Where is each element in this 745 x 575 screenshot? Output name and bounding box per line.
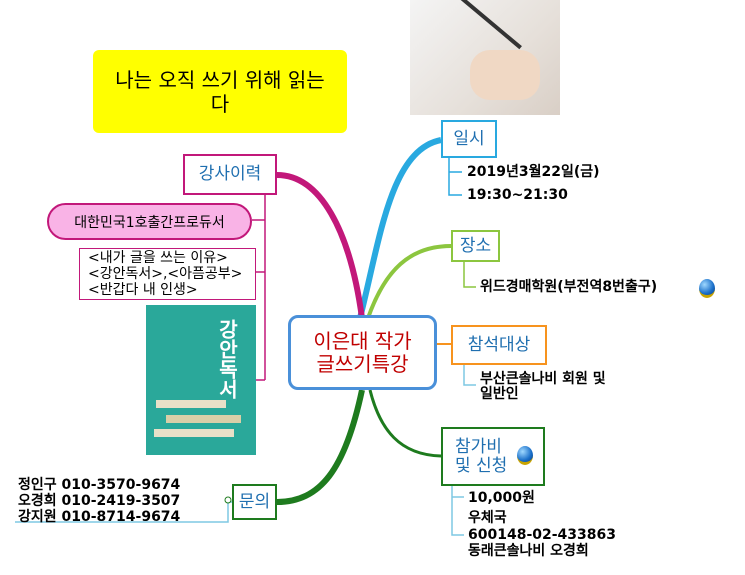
- center-title-line2: 글쓰기특강: [316, 351, 409, 376]
- node-contact[interactable]: 문의: [232, 484, 277, 520]
- place-address: 위드경매학원(부전역8번출구): [480, 279, 658, 295]
- node-label: 및 신청: [455, 455, 508, 476]
- node-audience[interactable]: 참석대상: [451, 325, 547, 365]
- producer-cloud: 대한민국1호출간프로듀서: [47, 203, 252, 240]
- contact-item: 강지원 010-8714-9674: [18, 509, 181, 525]
- branch-career: [276, 172, 365, 319]
- writing-hand-photo: [410, 0, 560, 115]
- center-title-line1: 이은대 작가: [313, 328, 412, 353]
- node-label: 일시: [453, 128, 485, 149]
- globe-link-icon[interactable]: [517, 446, 533, 465]
- producer-text: 대한민국1호출간프로듀서: [74, 214, 225, 231]
- globe-link-icon[interactable]: [699, 279, 715, 298]
- datetime-time: 19:30~21:30: [467, 187, 568, 203]
- node-career[interactable]: 강사이력: [183, 154, 277, 195]
- book-cover-title: 강안독서: [215, 319, 239, 399]
- node-label: 문의: [238, 491, 271, 512]
- branch-contact: [276, 389, 365, 505]
- datetime-date: 2019년3월22일(금): [467, 164, 600, 180]
- contact-item: 오경희 010-2419-3507: [18, 493, 181, 509]
- contact-item: 정인구 010-3570-9674: [18, 477, 181, 493]
- book-cover-image: 강안독서: [146, 305, 256, 455]
- book-item: <강안독서>,<아픔공부>: [88, 266, 243, 282]
- branch-fee: [368, 389, 442, 458]
- fee-amount: 10,000원: [468, 490, 535, 506]
- node-place[interactable]: 장소: [451, 230, 500, 262]
- audience-line1: 부산큰솔나비 회원 및: [480, 371, 606, 387]
- node-datetime[interactable]: 일시: [441, 120, 497, 158]
- fee-bank: 우체국: [468, 510, 507, 526]
- node-label: 참가비: [455, 436, 502, 457]
- node-label: 참석대상: [467, 334, 531, 355]
- books-box: <내가 글을 쓰는 이유> <강안독서>,<아픔공부> <반갑다 내 인생>: [79, 248, 256, 300]
- slogan-text: 나는 오직 쓰기 위해 읽는다: [115, 67, 325, 116]
- center-node[interactable]: 이은대 작가 글쓰기특강: [288, 315, 437, 390]
- book-item: <반갑다 내 인생>: [88, 282, 198, 298]
- slogan-box: 나는 오직 쓰기 위해 읽는다: [93, 50, 347, 133]
- branch-datetime: [357, 137, 442, 319]
- fee-holder: 동래큰솔나비 오경희: [468, 543, 589, 559]
- audience-line2: 일반인: [480, 386, 519, 402]
- book-item: <내가 글을 쓰는 이유>: [88, 250, 228, 266]
- contact-list: 정인구 010-3570-9674 오경희 010-2419-3507 강지원 …: [18, 477, 180, 525]
- fee-account: 600148-02-433863: [468, 527, 616, 543]
- branch-place: [366, 244, 452, 319]
- node-label: 강사이력: [198, 164, 262, 185]
- node-label: 장소: [459, 235, 492, 256]
